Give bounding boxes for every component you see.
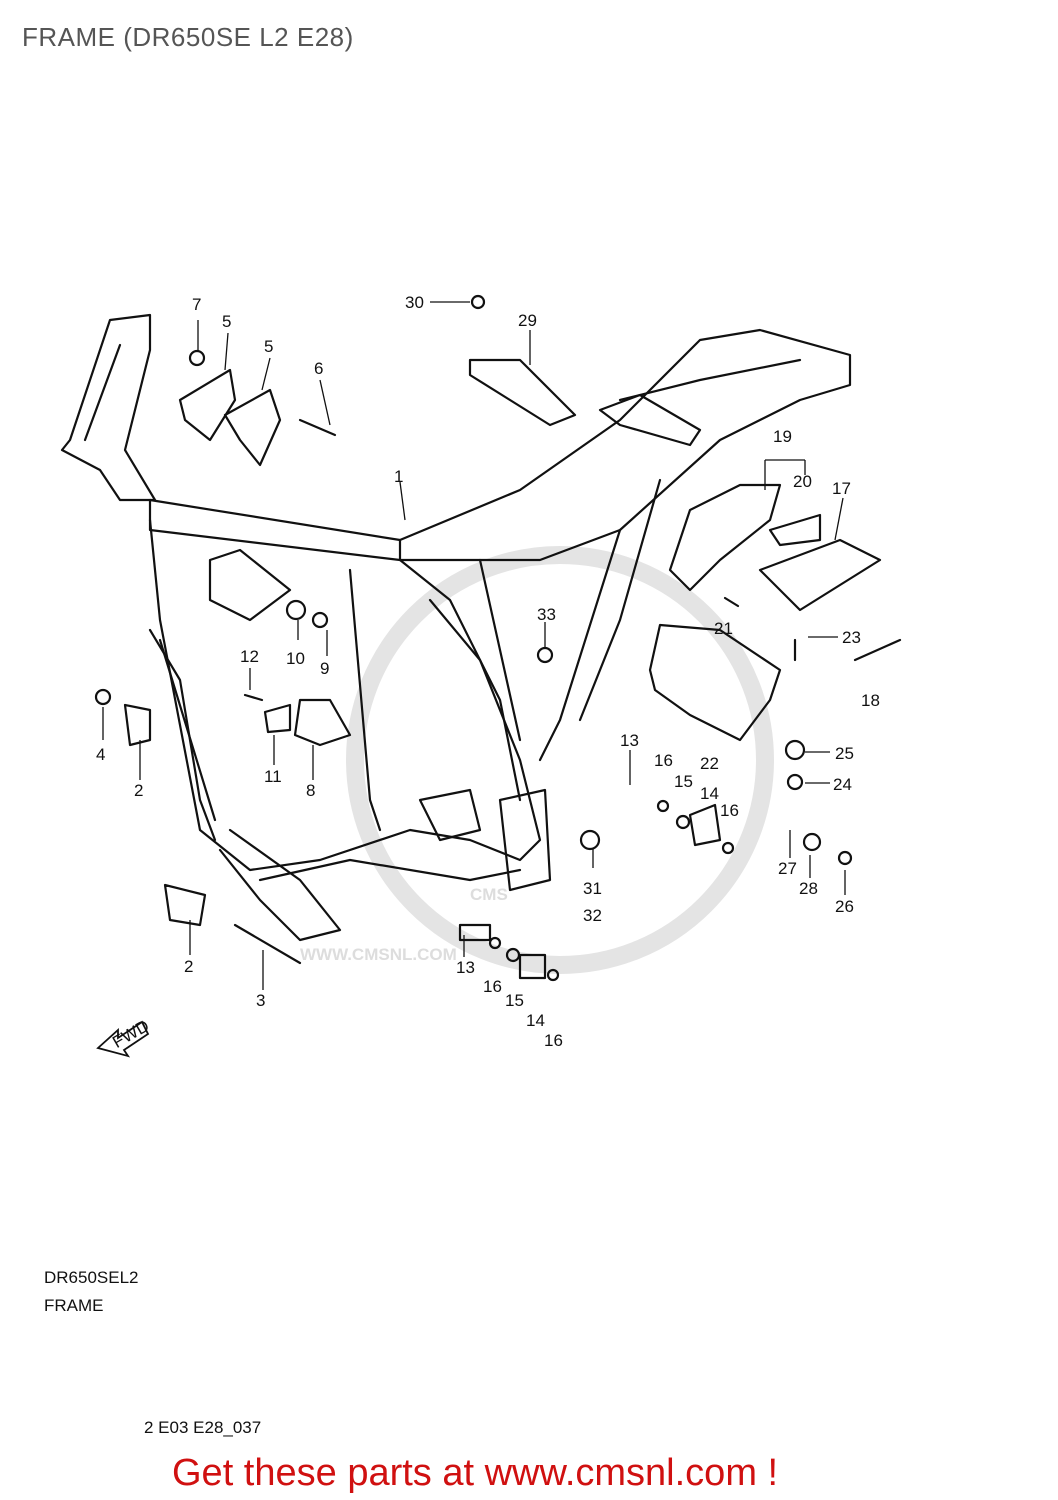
callout-26: 26 (835, 897, 854, 916)
callout-3: 3 (256, 991, 265, 1010)
watermark: CMS WWW.CMSNL.COM (300, 546, 774, 974)
callout-11: 11 (264, 767, 282, 786)
callout-27: 27 (778, 859, 797, 878)
watermark-brand: CMS (470, 885, 508, 904)
callout-28: 28 (799, 879, 818, 898)
callout-12: 12 (240, 647, 259, 666)
callout-5a: 5 (222, 312, 231, 331)
callout-14a: 14 (700, 784, 719, 803)
callout-2a: 2 (134, 781, 143, 800)
callout-4: 4 (96, 745, 105, 764)
callout-2b: 2 (184, 957, 193, 976)
callout-20: 20 (793, 472, 812, 491)
model-label: DR650SEL2 (44, 1268, 139, 1287)
callout-15a: 15 (674, 772, 693, 791)
callout-21: 21 (714, 619, 733, 638)
callout-32: 32 (583, 906, 602, 925)
callout-14b: 14 (526, 1011, 545, 1030)
callout-13b: 13 (456, 958, 475, 977)
frame-body (60, 294, 902, 982)
callout-1: 1 (394, 467, 403, 486)
callout-23: 23 (842, 628, 861, 647)
callout-9: 9 (320, 659, 329, 678)
callout-16b: 16 (720, 801, 739, 820)
call-to-action-link[interactable]: Get these parts at www.cmsnl.com ! (172, 1452, 779, 1494)
callout-19: 19 (773, 427, 792, 446)
callout-numbers: 1 2 2 3 4 5 5 6 7 8 9 10 11 12 13 13 14 … (96, 293, 880, 1050)
callout-16a: 16 (654, 751, 673, 770)
callout-31: 31 (583, 879, 602, 898)
callout-30: 30 (405, 293, 424, 312)
callout-8: 8 (306, 781, 315, 800)
callout-24: 24 (833, 775, 852, 794)
callout-29: 29 (518, 311, 537, 330)
callout-10: 10 (286, 649, 305, 668)
section-label: FRAME (44, 1296, 104, 1315)
fwd-arrow-icon: FWD (96, 1016, 152, 1058)
leader-lines (102, 301, 846, 990)
callout-5b: 5 (264, 337, 273, 356)
diagram-code: 2 E03 E28_037 (144, 1418, 262, 1437)
callout-25: 25 (835, 744, 854, 763)
callout-17: 17 (832, 479, 851, 498)
page-title: FRAME (DR650SE L2 E28) (22, 22, 354, 52)
callout-15b: 15 (505, 991, 524, 1010)
callout-16d: 16 (544, 1031, 563, 1050)
callout-22: 22 (700, 754, 719, 773)
callout-16c: 16 (483, 977, 502, 996)
watermark-url: WWW.CMSNL.COM (300, 945, 457, 964)
callout-7: 7 (192, 295, 201, 314)
fwd-label: FWD (109, 1016, 152, 1052)
callout-6: 6 (314, 359, 323, 378)
callout-13a: 13 (620, 731, 639, 750)
callout-33: 33 (537, 605, 556, 624)
callout-18: 18 (861, 691, 880, 710)
